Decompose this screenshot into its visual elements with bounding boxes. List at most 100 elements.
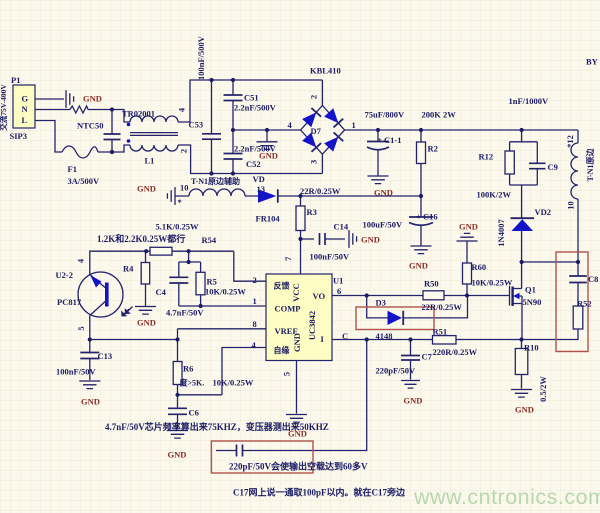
watermark-text: www.cntronics.com <box>413 485 600 509</box>
label-r10-value: 0.5/2W <box>538 376 548 402</box>
wire-r54 <box>89 250 234 275</box>
label-gnd-r10: GND <box>515 405 534 415</box>
resistor-r2 <box>415 141 427 165</box>
gnd-symbol-c16 <box>410 245 432 255</box>
label-gnd-c13: GND <box>81 397 100 407</box>
label-d7: D7 <box>311 126 322 136</box>
label-c53-value: 100nF/500V <box>196 35 206 80</box>
label-corner-by: BY <box>586 57 598 67</box>
label-c13-value: 100nF/50V <box>56 367 97 377</box>
q1-body-arrow <box>513 292 520 300</box>
cap-c13 <box>80 351 100 360</box>
label-gnd-ic: GND <box>288 429 307 439</box>
cap-c9 <box>529 162 546 170</box>
label-q1-ref: Q1 <box>525 285 536 295</box>
resistor-r54 <box>149 246 173 256</box>
gnd-symbol-aux <box>166 187 176 205</box>
label-r60-value: 10K/0.25W <box>472 278 513 288</box>
gnd-symbol-c7 <box>401 379 420 389</box>
label-r50-ref: R50 <box>424 279 439 289</box>
junction-dot-21 <box>364 293 369 298</box>
label-q1-part: 5N90 <box>523 297 542 307</box>
label-gnd-c6: GND <box>168 450 187 460</box>
label-gnd-c16: GND <box>409 261 428 271</box>
junction-dot-26 <box>519 259 524 265</box>
label-r51-ref: R51 <box>433 327 448 337</box>
label-c16-value: 100uF/50V <box>363 220 404 230</box>
fuse-wave <box>61 145 99 159</box>
junction-dot-0 <box>109 107 115 112</box>
label-c53-ref: C53 <box>189 120 204 130</box>
wire-d3 <box>366 295 469 319</box>
junction-dot-18 <box>87 337 92 342</box>
cap-c52 <box>223 152 243 160</box>
gnd-symbol-r60 <box>456 232 478 242</box>
label-p1-ref: P1 <box>11 75 20 85</box>
label-r12-ref: R12 <box>479 152 494 162</box>
label-u1-ref: U1 <box>333 276 343 286</box>
label-ic-pin-c: C <box>342 331 348 341</box>
label-kbl410: KBL410 <box>310 66 341 76</box>
label-ic-pin5: 5 <box>282 372 292 376</box>
junction-dot-24 <box>408 337 413 342</box>
cap-c6 <box>168 407 187 416</box>
label-r51-value: 220R/0.25W <box>433 347 478 357</box>
gnd-symbol-p1 <box>65 90 75 108</box>
resistor-r12 <box>504 150 515 175</box>
cap-note <box>235 444 244 457</box>
label-r5-value: 10K/0.25W <box>205 287 246 297</box>
label-gnd-r4: GND <box>137 318 156 328</box>
gnd-symbol-c6 <box>167 429 188 439</box>
cap-c53 <box>202 132 221 141</box>
label-c4-ref: C4 <box>156 287 167 297</box>
label-r5-ref: R5 <box>207 277 217 287</box>
bridge-diode-bl <box>302 132 322 153</box>
ntc-zigzag <box>69 104 89 115</box>
label-bridge-pin4: 4 <box>288 120 293 130</box>
label-ic-pin7: 7 <box>283 256 293 261</box>
cap-c51 <box>223 94 243 102</box>
label-gnd-aux: GND <box>137 184 156 194</box>
label-r12-value: 100K/2W <box>477 190 512 200</box>
resistor-r3 <box>295 205 306 232</box>
label-p1-pin-g: G <box>22 94 29 104</box>
wire-r6-c6 <box>176 384 222 430</box>
bridge-diode-br-bar <box>332 131 344 142</box>
gnd-symbol-r10 <box>511 388 532 398</box>
label-c7-ref: C7 <box>422 352 433 362</box>
label-r3-value: 22R/0.25W <box>300 186 341 196</box>
choke-bottom-winding <box>129 144 179 152</box>
label-note-r4: 1.2K和2.2K0.25W都行 <box>97 233 185 244</box>
junction-dot-9 <box>418 127 424 133</box>
junction-dot-12 <box>418 193 424 199</box>
label-vd2-ref: VD2 <box>535 207 552 217</box>
label-c16-ref: + C16 <box>416 212 438 222</box>
label-r52-ref: R52 <box>577 299 592 309</box>
label-choke-pin2: 2 <box>179 149 189 153</box>
junction-dot-3 <box>230 77 236 83</box>
label-note-freq: 4.7nF/50V芯片频率算出来75KHZ，变压器测出来50KHZ <box>105 421 329 432</box>
junction-dot-6 <box>230 127 236 133</box>
label-u2-ref: U2-2 <box>56 270 73 280</box>
cap-c4 <box>169 276 189 284</box>
bridge-diode-tl-bar <box>310 107 322 118</box>
wire-hv-rail <box>344 129 579 143</box>
label-u2-part: PC817 <box>57 297 82 307</box>
label-ic-name-gnd: GND <box>292 333 302 352</box>
opto-light-arrowhead1 <box>121 310 128 317</box>
gnd-symbol-ycap <box>256 141 278 151</box>
label-c14-value: 100nF/50V <box>310 252 351 262</box>
junction-dot-8 <box>375 127 381 133</box>
label-fr104: FR104 <box>256 214 281 224</box>
bridge-diode-bl-triangle <box>302 132 317 148</box>
junction-dot-27 <box>575 259 581 265</box>
junction-dot-15 <box>186 249 191 254</box>
label-p1-pin-n: N <box>22 104 29 114</box>
diode-vd2 <box>510 217 534 231</box>
label-c13-ref: C13 <box>98 351 113 361</box>
label-primary-pin12: *12 <box>565 135 575 148</box>
label-note-c17: C17网上说一通取100pF以内。就在C17旁边 <box>233 487 406 498</box>
label-l1: L1 <box>145 156 155 166</box>
